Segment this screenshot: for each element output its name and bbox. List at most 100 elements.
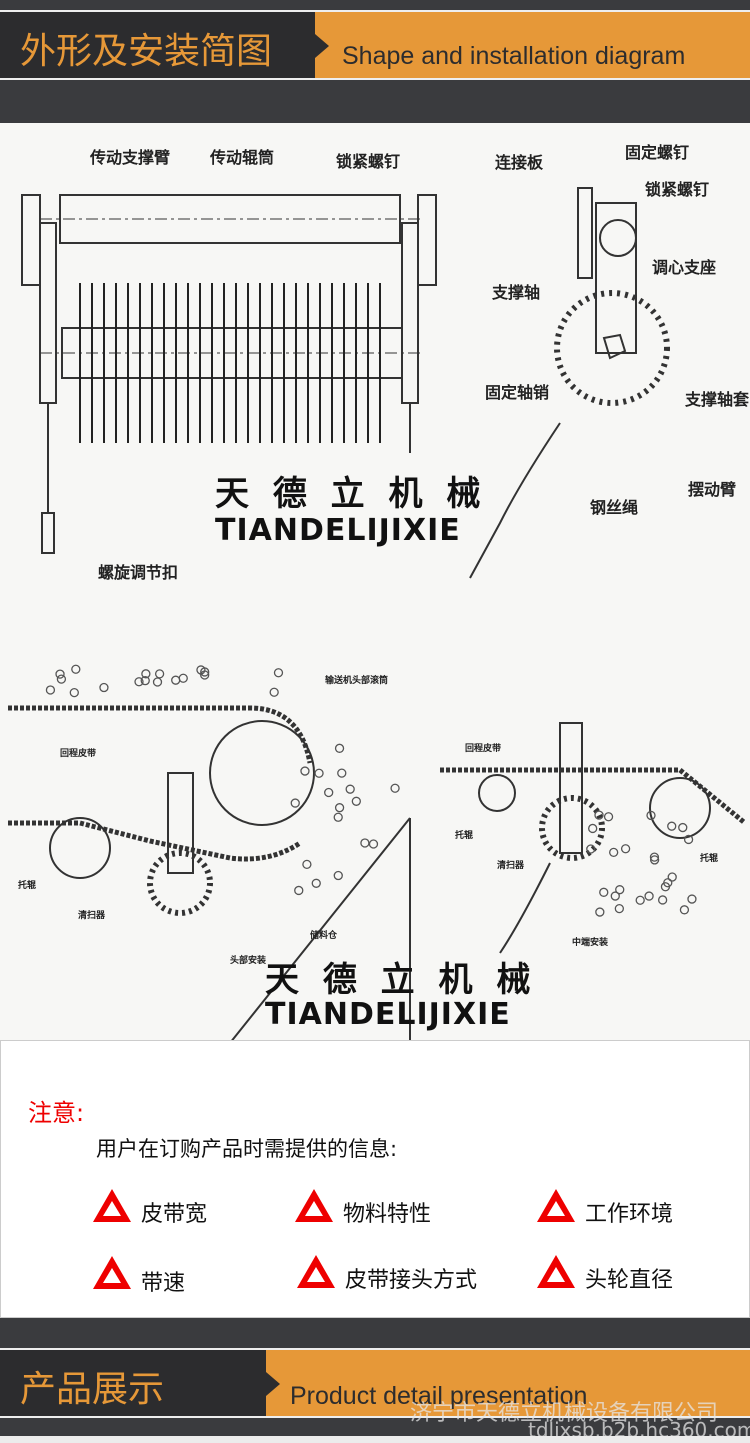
label: 连接板: [495, 153, 544, 172]
material-particle: [334, 803, 345, 813]
installation-diagram-image: 传动支撑臂 传动辊筒 锁紧螺钉 螺旋调节扣 连接板 固定螺钉 锁紧螺钉 调心支座…: [0, 123, 750, 1044]
material-particle: [300, 766, 310, 776]
label: 回程皮带: [465, 742, 501, 754]
material-particle: [311, 878, 321, 888]
section-header-product: 产品展示 Product detail presentation: [0, 1348, 750, 1418]
material-particle: [599, 887, 609, 897]
notice-item: 带速: [141, 1271, 186, 1296]
material-particle: [683, 834, 694, 845]
label: 传动支撑臂: [89, 148, 170, 167]
material-particle: [334, 743, 345, 753]
label: 清扫器: [497, 859, 525, 871]
label: 支撑轴: [491, 283, 540, 302]
material-particle: [154, 669, 165, 679]
material-particle: [609, 847, 619, 858]
label: 锁紧螺钉: [645, 180, 709, 199]
notice-subtitle: 用户在订购产品时需提供的信息:: [96, 1137, 398, 1161]
material-particle: [152, 677, 163, 687]
notice-item: 工作环境: [585, 1202, 674, 1227]
material-particle: [178, 673, 188, 683]
material-particle: [345, 784, 355, 794]
notice-item: 头轮直径: [585, 1268, 674, 1293]
material-particle: [141, 669, 151, 679]
material-particle: [615, 885, 625, 895]
material-particle: [586, 844, 596, 854]
material-particle: [595, 907, 605, 917]
label: 传动辊筒: [209, 148, 274, 167]
material-particle: [368, 839, 379, 849]
material-particle: [649, 852, 660, 862]
label: 托辊: [455, 829, 473, 841]
material-particle: [171, 675, 181, 685]
brand-cn: 天 德 立 机 械: [265, 960, 537, 1000]
material-particle: [337, 768, 347, 778]
section-title-cn: 外形及安装简图: [20, 31, 273, 72]
label: 中端安装: [572, 936, 609, 948]
label: 调心支座: [652, 258, 716, 277]
material-particle: [603, 812, 614, 822]
material-particle: [678, 822, 688, 833]
brand-en: TIANDELIJIXIE: [215, 513, 461, 548]
material-particle: [333, 812, 343, 822]
notice-title: 注意:: [28, 1099, 85, 1127]
section-title-cn: 产品展示: [20, 1369, 165, 1410]
label: 固定轴销: [485, 383, 549, 402]
material-particle: [646, 810, 656, 821]
label: 清扫器: [78, 909, 106, 921]
label: 托辊: [18, 879, 36, 891]
bottom-strip: [0, 1436, 750, 1443]
material-particle: [56, 674, 67, 684]
label: 支撑轴套: [684, 390, 750, 409]
diagram-drawing: 传动支撑臂 传动辊筒 锁紧螺钉 螺旋调节扣 连接板 固定螺钉 锁紧螺钉 调心支座…: [8, 143, 750, 1044]
material-particle: [679, 905, 690, 915]
warning-triangle-icon: [297, 1255, 335, 1288]
watermark-company: 济宁市天德立机械设备有限公司: [410, 1401, 719, 1426]
material-particle: [71, 664, 81, 674]
material-particle: [302, 859, 312, 870]
label: 回程皮带: [60, 747, 96, 759]
material-particle: [351, 796, 361, 806]
brand-en: TIANDELIJIXIE: [265, 997, 511, 1032]
notice-item: 皮带宽: [141, 1202, 208, 1227]
warning-triangle-icon: [537, 1189, 575, 1222]
label: 输送机头部滚筒: [325, 674, 388, 686]
section-title-en: Shape and installation diagram: [342, 42, 686, 70]
label: 螺旋调节扣: [98, 563, 178, 582]
material-particle: [324, 787, 334, 798]
material-particle: [687, 894, 697, 904]
material-particle: [390, 783, 400, 793]
label: 钢丝绳: [590, 498, 638, 517]
label: 头部安装: [230, 954, 267, 966]
material-particle: [269, 687, 279, 697]
brand-cn: 天 德 立 机 械: [215, 474, 487, 514]
notice-item: 皮带接头方式: [345, 1268, 478, 1293]
material-particle: [99, 682, 109, 693]
label: 储料仓: [310, 929, 338, 941]
material-particle: [200, 667, 210, 677]
notice-item: 物料特性: [343, 1202, 432, 1227]
material-particle: [657, 895, 668, 905]
section-title-en: Product detail presentation: [290, 1382, 588, 1410]
label: 摆动臂: [688, 480, 736, 499]
notice-section: 注意: 用户在订购产品时需提供的信息: 皮带宽 物料特性 工作环境 带速 皮带接…: [0, 1040, 750, 1318]
material-particle: [594, 810, 604, 820]
material-particle: [644, 891, 654, 901]
material-particle: [333, 870, 343, 881]
material-particle: [649, 855, 660, 865]
warning-triangle-icon: [537, 1255, 575, 1288]
material-particle: [614, 903, 624, 914]
material-particle: [620, 844, 631, 854]
material-particle: [663, 878, 673, 888]
material-particle: [588, 823, 598, 834]
warning-triangle-icon: [295, 1189, 333, 1222]
label: 固定螺钉: [625, 143, 689, 162]
material-particle: [134, 677, 144, 687]
material-particle: [140, 676, 150, 686]
material-particle: [360, 838, 370, 848]
material-particle: [667, 821, 677, 831]
material-particle: [314, 768, 324, 778]
material-particle: [69, 687, 79, 698]
material-particle: [635, 895, 645, 905]
section-header-shape: 外形及安装简图 Shape and installation diagram: [0, 10, 750, 80]
warning-triangle-icon: [93, 1256, 131, 1289]
